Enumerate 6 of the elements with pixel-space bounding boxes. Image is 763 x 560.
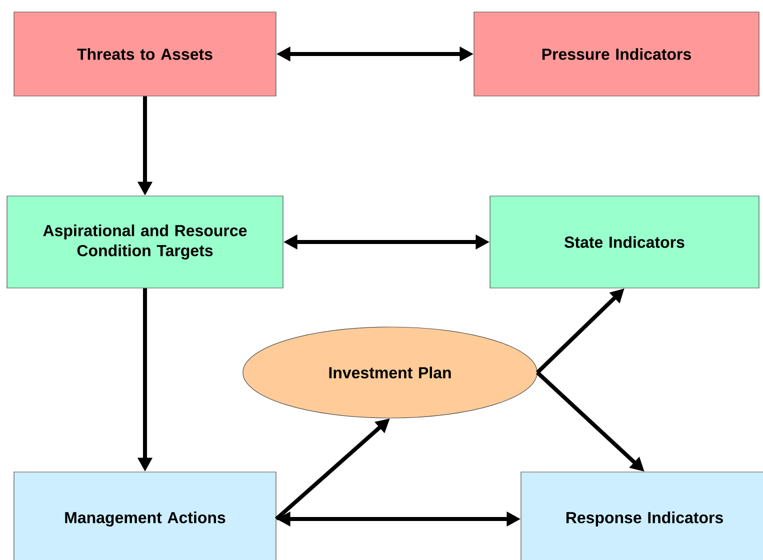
action-box: Management Actions	[14, 472, 276, 560]
indicator-box: Response Indicators	[520, 472, 763, 560]
indicator-box: State Indicators	[490, 196, 760, 288]
target-box: Aspirational and Resource Condition Targets	[6, 196, 284, 288]
threat-box: Threats to Assets	[14, 12, 276, 96]
indicator-box: Pressure Indicators	[474, 12, 760, 96]
